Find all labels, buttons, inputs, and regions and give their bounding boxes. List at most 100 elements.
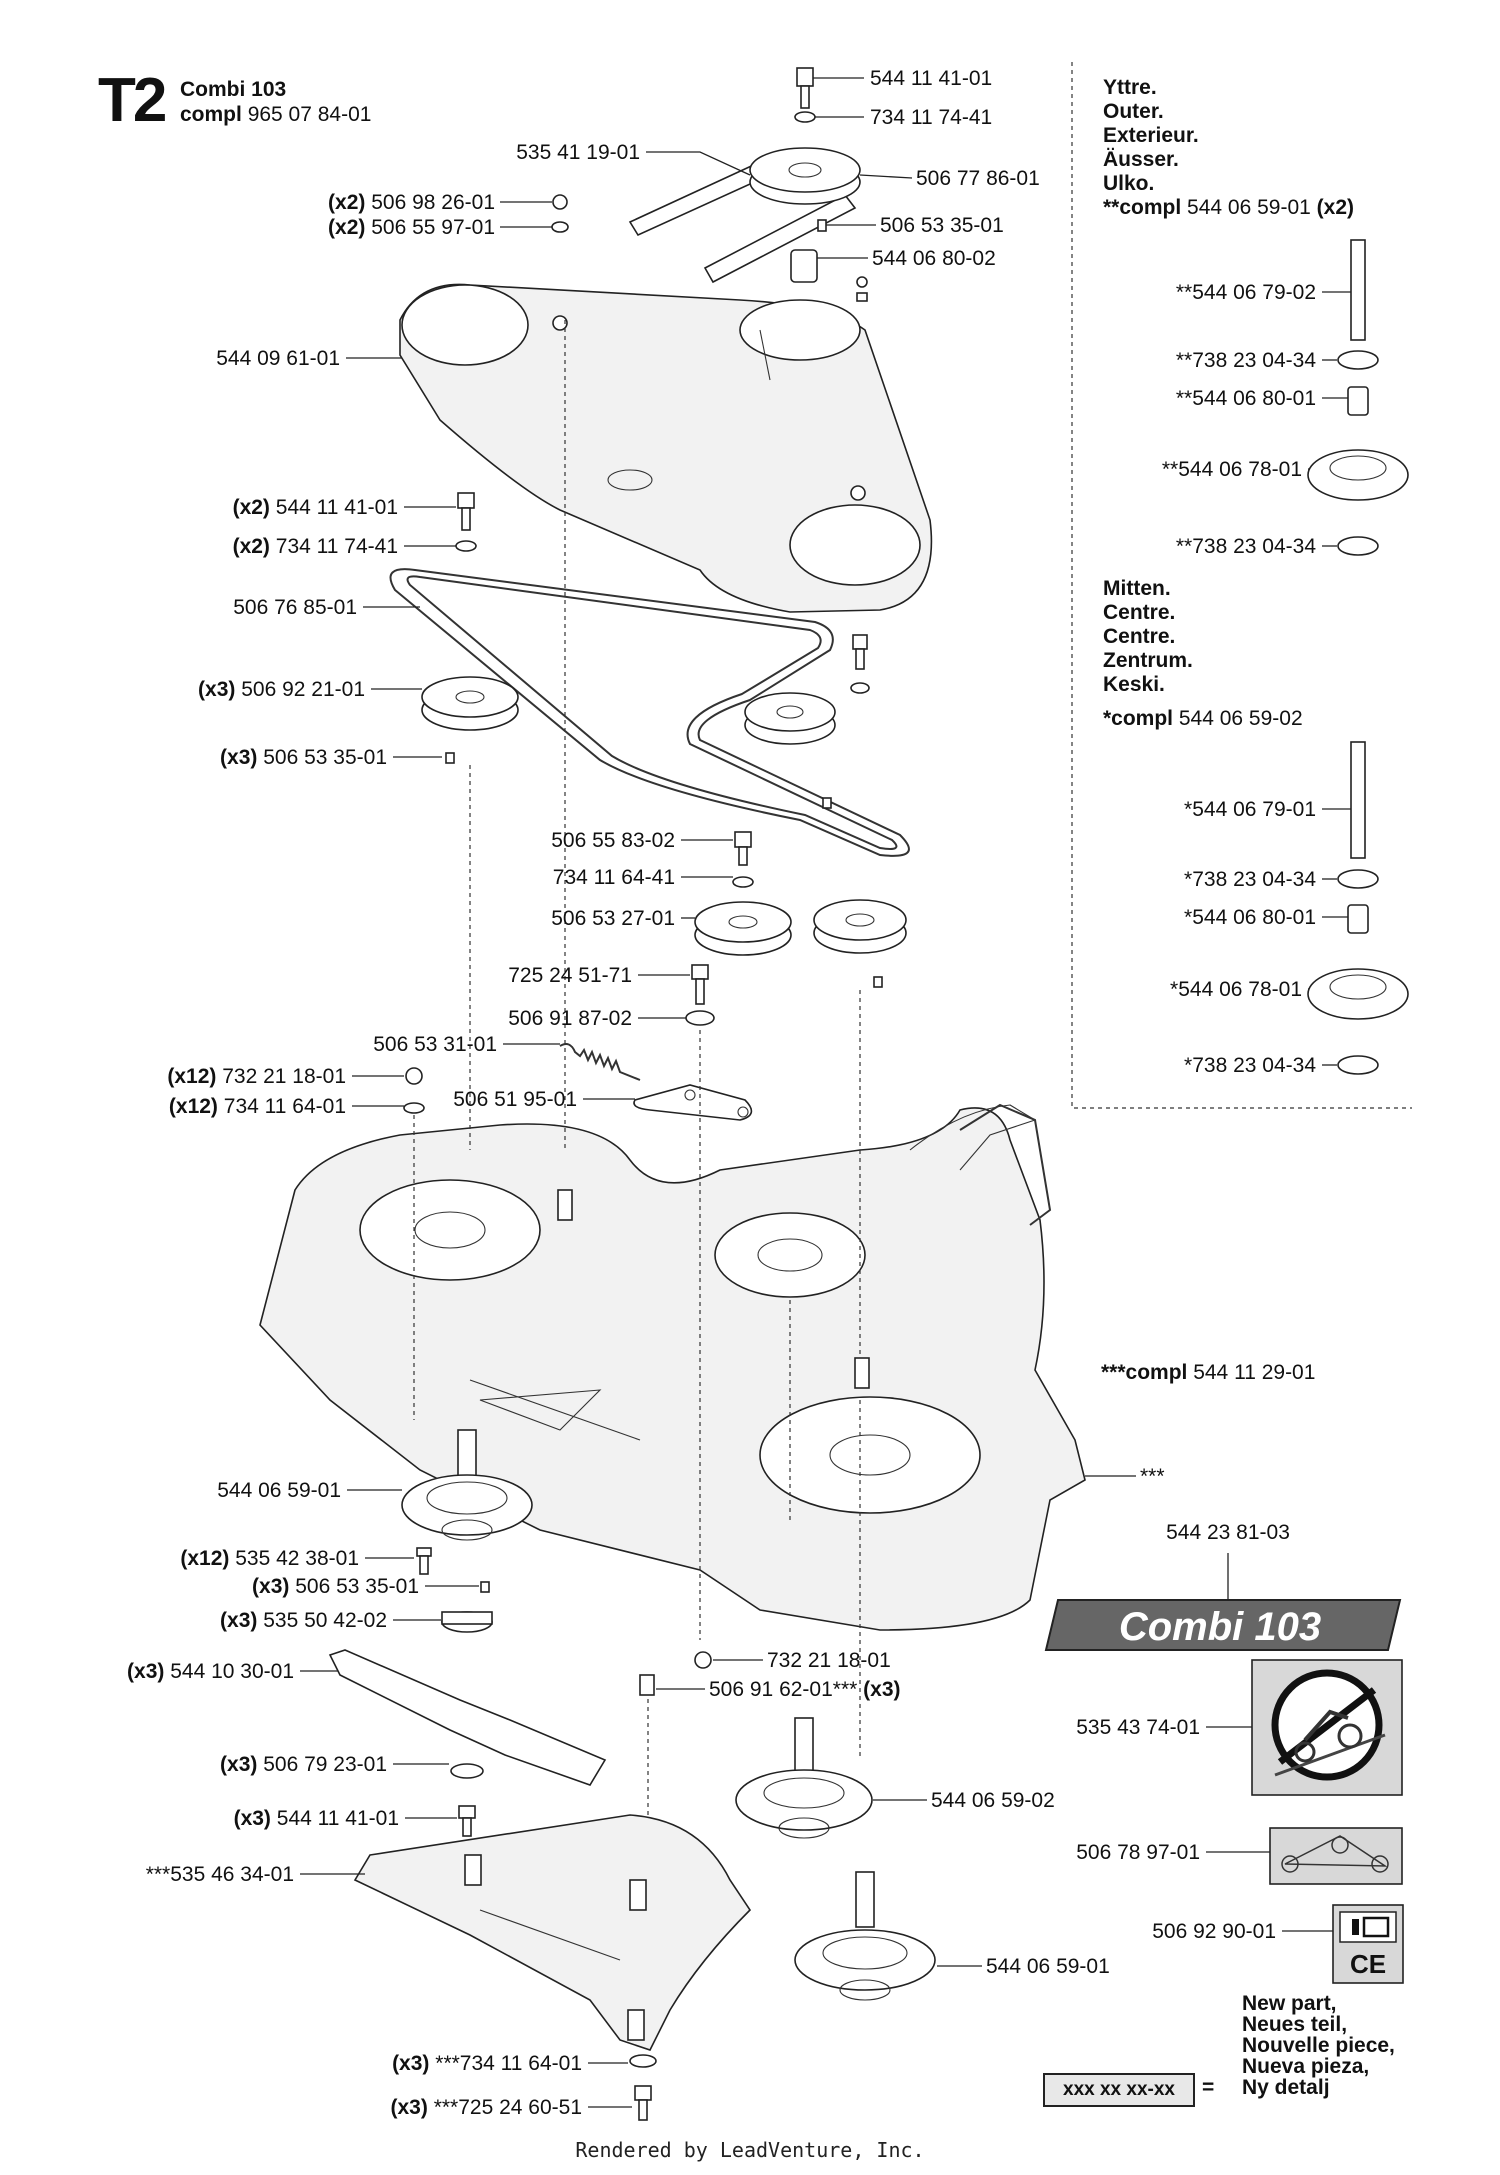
spacer-d xyxy=(685,1010,715,1026)
label-key-x3: (x3) 506 53 35-01 xyxy=(220,746,387,769)
middle-line-3: Centre. xyxy=(1103,625,1176,648)
label-washer-x12: (x12) 734 11 64-01 xyxy=(169,1095,346,1118)
footer-credit: Rendered by LeadVenture, Inc. xyxy=(575,2138,925,2162)
label-middle-part-1: *544 06 79-01 xyxy=(1184,798,1316,821)
label-middle-part-3: *544 06 80-01 xyxy=(1184,906,1316,929)
washer-x2 xyxy=(551,221,569,233)
legend-line-4: Nueva pieza, xyxy=(1242,2055,1370,2078)
outer-line-3: Exterieur. xyxy=(1103,124,1199,147)
washer-c xyxy=(732,876,754,888)
key-top xyxy=(817,219,827,232)
bolt-bottom xyxy=(634,2085,652,2101)
cutting-deck xyxy=(259,1104,1086,1631)
label-belt-cover: 544 09 61-01 xyxy=(216,347,340,370)
label-blade: (x3) 544 10 30-01 xyxy=(127,1660,294,1683)
legend-line-1: New part, xyxy=(1242,1992,1337,2015)
bolt-d xyxy=(691,964,709,980)
label-outer-part-1: **544 06 79-02 xyxy=(1176,281,1316,304)
model-compl: compl 965 07 84-01 xyxy=(180,103,371,127)
belt-routing-decal-icon xyxy=(1269,1827,1403,1885)
label-bushing: 506 91 62-01*** (x3) xyxy=(709,1678,901,1701)
label-outer-part-4: **544 06 78-01 xyxy=(1162,458,1302,481)
label-pulley-x3: (x3) 506 92 21-01 xyxy=(198,678,365,701)
blade xyxy=(328,1649,607,1786)
label-blade-washer: (x3) 506 79 23-01 xyxy=(220,1753,387,1776)
top-bolt xyxy=(796,67,814,87)
label-nut-x12: (x12) 732 21 18-01 xyxy=(167,1065,346,1088)
idler-arm xyxy=(633,1084,753,1121)
middle-heading: Mitten. Centre. Centre. Zentrum. Keski. … xyxy=(1103,577,1303,731)
label-outer-part-2: **738 23 04-34 xyxy=(1176,349,1316,372)
wash-bottom xyxy=(629,2054,657,2068)
washer-x12 xyxy=(403,1102,425,1114)
bolt-c xyxy=(734,831,752,848)
spindle-right xyxy=(794,1871,936,2001)
label-spindle-right: 544 06 59-01 xyxy=(986,1955,1110,1978)
middle-line-1: Mitten. xyxy=(1103,577,1171,600)
label-idler-pulley: 506 53 27-01 xyxy=(551,907,675,930)
outer-heading: Yttre. Outer. Exterieur. Äusser. Ulko. *… xyxy=(1103,76,1354,220)
label-washer-c: 734 11 64-41 xyxy=(553,866,675,889)
label-bolt-d: 725 24 51-71 xyxy=(508,964,632,987)
bushing xyxy=(639,1674,655,1696)
nut-bottom xyxy=(694,1651,712,1669)
label-washer-b: (x2) 734 11 74-41 xyxy=(233,535,398,558)
middle-line-4: Zentrum. xyxy=(1103,649,1193,672)
middle-line-5: Keski. xyxy=(1103,673,1165,696)
label-decal-3: 506 92 90-01 xyxy=(1152,1920,1276,1943)
idler-pulley xyxy=(694,901,792,956)
manual-ce-decal-icon: CE xyxy=(1332,1904,1404,1984)
label-outer-part-5: **738 23 04-34 xyxy=(1176,535,1316,558)
label-wash-bottom: (x3) ***734 11 64-01 xyxy=(392,2052,582,2075)
label-top-washer: 734 11 74-41 xyxy=(870,106,992,129)
label-washer-x2: (x2) 506 55 97-01 xyxy=(328,216,495,239)
middle-spindle-parts xyxy=(1307,741,1409,1075)
label-idler-arm: 506 51 95-01 xyxy=(453,1088,577,1111)
blade-bolt xyxy=(458,1805,476,1819)
outer-spindle-parts xyxy=(1307,239,1409,556)
outer-line-2: Outer. xyxy=(1103,100,1164,123)
deck-handle xyxy=(959,1103,1052,1226)
ce-mark: CE xyxy=(1350,1949,1386,1979)
label-top-bolt: 544 11 41-01 xyxy=(870,67,992,90)
label-spindle-left: 544 06 59-01 xyxy=(217,1479,341,1502)
label-deck-marker: *** xyxy=(1140,1465,1165,1488)
spindle-left xyxy=(401,1429,533,1541)
legend-line-3: Nouvelle piece, xyxy=(1242,2034,1395,2057)
blade-washer xyxy=(450,1763,484,1779)
compl-number: 965 07 84-01 xyxy=(247,103,372,126)
bolt-b xyxy=(457,492,475,509)
top-pulley xyxy=(749,147,861,205)
bolt-x2 xyxy=(552,194,568,210)
label-spindle-mid: 544 06 59-02 xyxy=(931,1789,1055,1812)
spindle-mid xyxy=(735,1717,873,1839)
spring xyxy=(559,1043,641,1081)
label-middle-part-4: *544 06 78-01 xyxy=(1170,978,1302,1001)
legend-line-5: Ny detalj xyxy=(1242,2076,1330,2099)
label-decal-1: 535 43 74-01 xyxy=(1076,1716,1200,1739)
label-badge-number: 544 23 81-03 xyxy=(1166,1521,1290,1544)
label-deck-compl: ***compl 544 11 29-01 xyxy=(1101,1361,1315,1384)
label-bolt-bottom: (x3) ***725 24 60-51 xyxy=(391,2096,583,2119)
pulley-right-idler xyxy=(813,899,907,954)
spindle-axis-mid xyxy=(469,765,791,1520)
main-belt xyxy=(389,568,910,857)
label-key-b: (x3) 506 53 35-01 xyxy=(252,1575,419,1598)
label-blade-bolt: (x3) 544 11 41-01 xyxy=(234,1807,399,1830)
outer-line-5: Ulko. xyxy=(1103,172,1155,195)
pulley-right-belt xyxy=(744,692,836,745)
label-pulley-top: 506 77 86-01 xyxy=(916,167,1040,190)
section-code: T2 xyxy=(98,66,167,135)
label-middle-part-5: *738 23 04-34 xyxy=(1184,1054,1316,1077)
label-guard-plate: ***535 46 34-01 xyxy=(146,1863,294,1886)
label-decal-2: 506 78 97-01 xyxy=(1076,1841,1200,1864)
key-b xyxy=(480,1581,490,1593)
middle-line-2: Centre. xyxy=(1103,601,1176,624)
nut-x12 xyxy=(405,1067,423,1085)
outer-line-1: Yttre. xyxy=(1103,76,1157,99)
label-middle-part-2: *738 23 04-34 xyxy=(1184,868,1316,891)
no-rider-on-slope-icon xyxy=(1251,1659,1403,1796)
spacer-top xyxy=(790,249,818,283)
guard-plate xyxy=(353,1814,752,2051)
